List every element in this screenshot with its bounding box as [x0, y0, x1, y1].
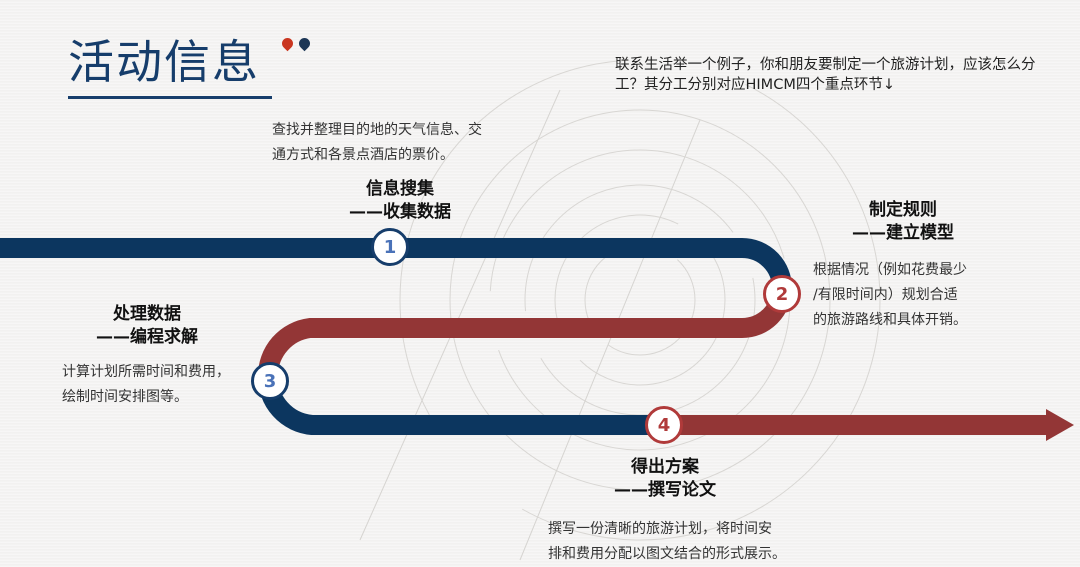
arrow-head-icon	[1046, 409, 1074, 441]
page-title: 活动信息	[68, 35, 260, 89]
step-3-title: 处理数据 ——编程求解	[96, 304, 198, 347]
step-4-node[interactable]: 4	[645, 406, 683, 444]
path-segment-solve	[258, 375, 664, 435]
step-2-description: 根据情况（例如花费最少 /有限时间内）规划合适 的旅游路线和具体开销。	[813, 262, 967, 328]
intro-text: 联系生活举一个例子，你和朋友要制定一个旅游计划，应该怎么分工？其分工分别对应HI…	[615, 57, 1036, 93]
step-3-description: 计算计划所需时间和费用， 绘制时间安排图等。	[62, 364, 230, 405]
title-underline	[68, 96, 272, 99]
step-1-node[interactable]: 1	[371, 228, 409, 266]
step-2-title: 制定规则 ——建立模型	[852, 200, 954, 243]
step-4-description: 撰写一份清晰的旅游计划，将时间安 排和费用分配以图文结合的形式展示。	[548, 521, 786, 562]
step-3-node[interactable]: 3	[251, 362, 289, 400]
step-1-description: 查找并整理目的地的天气信息、交 通方式和各景点酒店的票价。	[272, 122, 482, 163]
step-1-title: 信息搜集 ——收集数据	[349, 179, 451, 222]
step-4-title: 得出方案 ——撰写论文	[614, 457, 716, 500]
step-2-node[interactable]: 2	[763, 275, 801, 313]
